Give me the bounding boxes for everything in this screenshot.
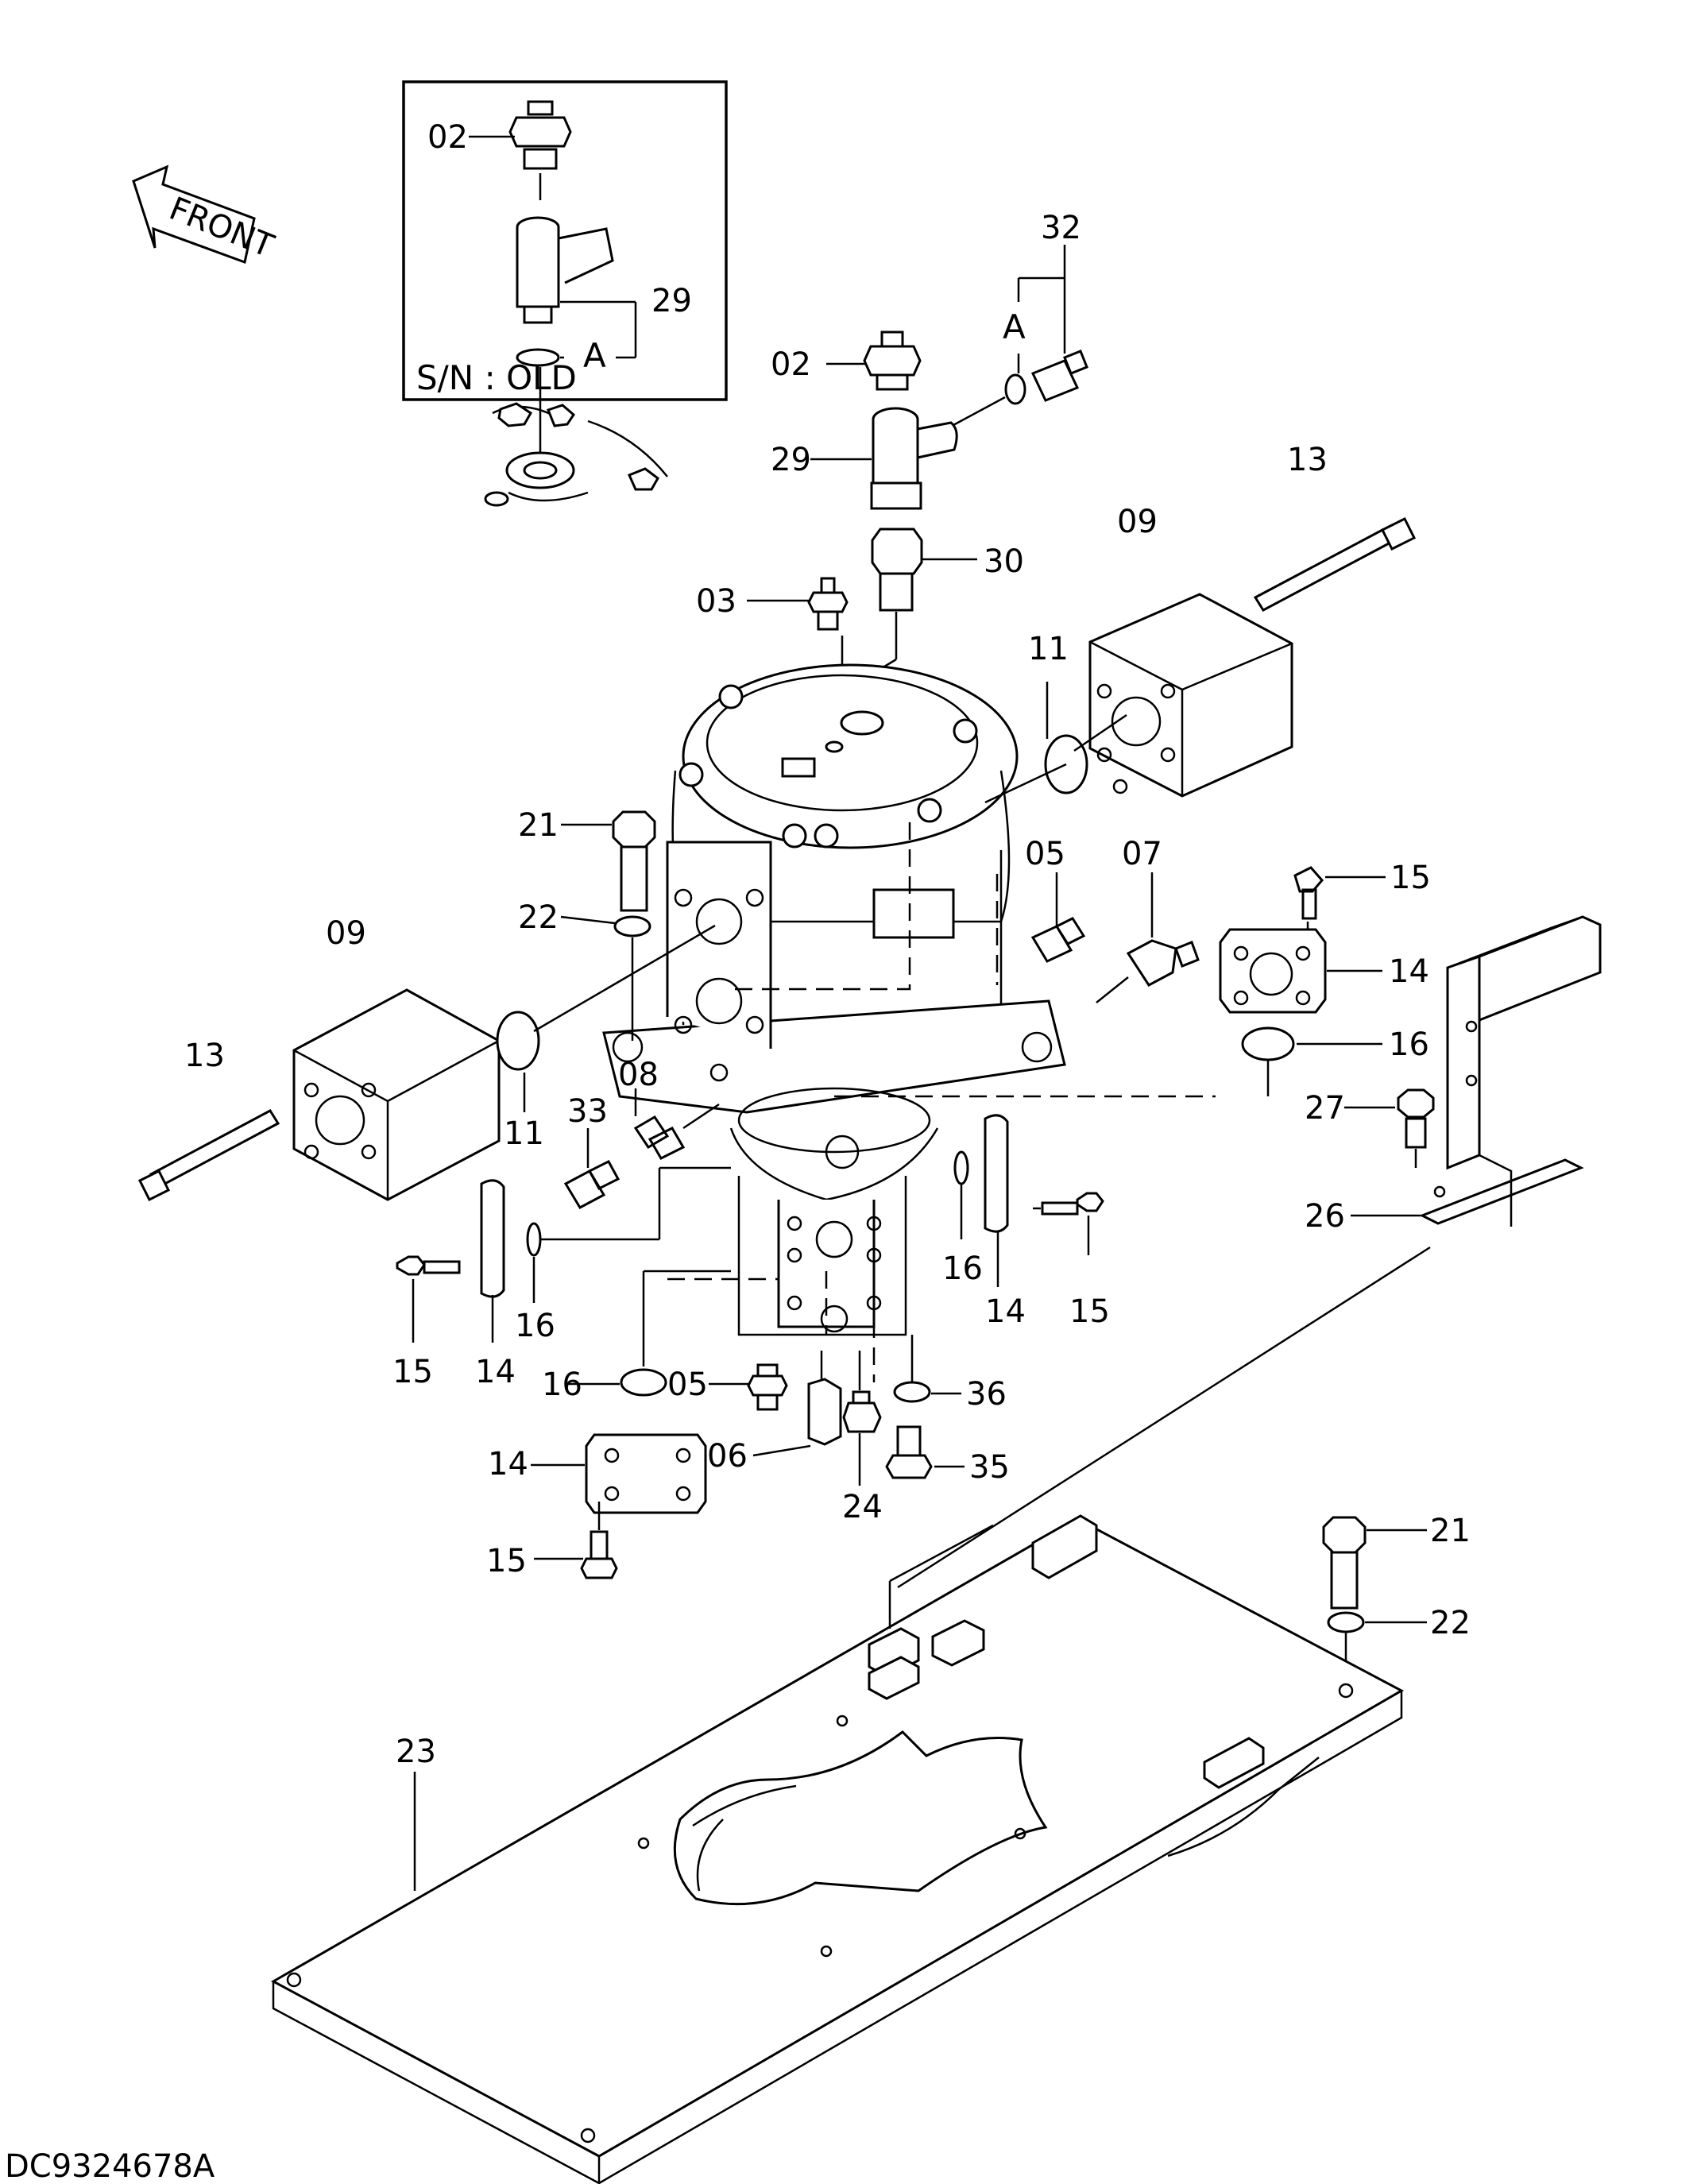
callout-22-lower: 22: [1430, 1605, 1471, 1641]
callout-27: 27: [1305, 1090, 1345, 1127]
callout-15-upper-right: 15: [1390, 860, 1431, 896]
callout-16-right: 16: [942, 1250, 983, 1287]
inset-old-serial: [402, 80, 728, 507]
callout-05-right: 05: [1025, 836, 1065, 872]
bolt-21-washer-22-upper: [560, 810, 656, 1041]
bolt-21-washer-22-lower: [1322, 1516, 1427, 1692]
hidden-lines: [667, 822, 1216, 1382]
inset-label: S/N : OLD: [416, 358, 577, 397]
callout-36: 36: [966, 1376, 1007, 1413]
plate-14-upper-right: [1219, 866, 1386, 1096]
callout-15-lower-left: 15: [486, 1543, 527, 1579]
callout-14-upper-right: 14: [1389, 953, 1429, 990]
figure-code: DC9324678A: [5, 2148, 215, 2184]
callout-05-lower: 05: [667, 1366, 708, 1403]
fittings-08-33: [563, 1088, 720, 1209]
callout-32: 32: [1041, 210, 1081, 246]
fittings-05-07-right: [1030, 872, 1200, 1003]
callout-09-left: 09: [326, 915, 366, 952]
right-block-09: [984, 516, 1417, 804]
callout-02: 02: [771, 346, 811, 383]
plate-14-left: [396, 1166, 731, 1343]
callout-29-inset: 29: [651, 283, 692, 319]
callout-21-lower: 21: [1430, 1513, 1471, 1549]
callout-03: 03: [696, 583, 736, 620]
callout-21-upper: 21: [518, 807, 559, 844]
callout-14-left: 14: [475, 1354, 516, 1390]
callout-13-left: 13: [184, 1038, 225, 1074]
callout-16-lower: 16: [542, 1366, 582, 1403]
callout-09-right: 09: [1117, 504, 1158, 540]
plate-14-right-lower: [953, 1114, 1104, 1287]
lower-fittings: [566, 1270, 965, 1486]
callout-29: 29: [771, 442, 811, 478]
left-block-09: [137, 924, 716, 1202]
callout-11-left: 11: [504, 1115, 544, 1152]
swing-motor-body: [602, 663, 1066, 1336]
bracket-26: [897, 915, 1602, 1589]
callout-23: 23: [396, 1734, 436, 1770]
callout-08: 08: [618, 1057, 659, 1093]
callout-a-inset: A: [583, 336, 606, 375]
callout-30: 30: [984, 543, 1024, 580]
callout-26: 26: [1305, 1198, 1345, 1235]
callout-15-right: 15: [1069, 1293, 1110, 1330]
callout-14-lower-left: 14: [488, 1446, 528, 1482]
callout-06: 06: [707, 1438, 748, 1475]
callout-24: 24: [842, 1489, 883, 1525]
callout-07: 07: [1122, 836, 1162, 872]
callout-22-upper: 22: [518, 899, 559, 936]
callout-13-right: 13: [1287, 442, 1328, 478]
plate-14-lower-left: [531, 1433, 707, 1579]
callout-02-inset: 02: [427, 119, 468, 156]
callout-16-left: 16: [515, 1308, 555, 1344]
base-plate-23: [270, 1514, 1405, 2184]
upper-fittings: [747, 245, 1088, 747]
callout-15-left: 15: [392, 1354, 433, 1390]
callout-11-right: 11: [1028, 631, 1069, 667]
callout-16-upper-right: 16: [1389, 1026, 1429, 1063]
callout-14-right: 14: [985, 1293, 1026, 1330]
callout-33: 33: [567, 1093, 608, 1130]
callout-a: A: [1003, 307, 1026, 346]
front-arrow-icon: [132, 164, 256, 264]
callout-35: 35: [969, 1449, 1010, 1486]
